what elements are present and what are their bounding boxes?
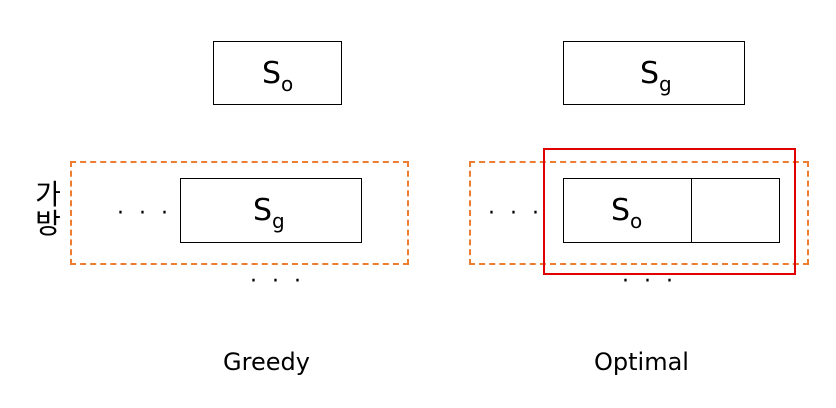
optimal-top-box: Sg xyxy=(563,41,745,105)
side-label-char-2: 방 xyxy=(35,207,61,241)
optimal-inner-box-divider xyxy=(691,179,692,242)
optimal-highlight-frame xyxy=(543,148,796,275)
side-label: 가 방 xyxy=(33,180,63,239)
greedy-inner-box-sub: g xyxy=(272,209,285,233)
greedy-inner-box-main: S xyxy=(253,193,273,228)
optimal-inner-box-label: So xyxy=(611,193,643,233)
greedy-top-box: So xyxy=(213,41,342,105)
optimal-top-box-sub: g xyxy=(659,72,672,96)
optimal-inner-box-main: S xyxy=(611,193,631,228)
greedy-top-box-main: S xyxy=(262,56,282,91)
optimal-inner-box-sub: o xyxy=(630,209,643,233)
greedy-caption: Greedy xyxy=(223,348,310,376)
optimal-top-box-main: S xyxy=(640,56,660,91)
greedy-dashed-container xyxy=(70,161,409,265)
greedy-inner-box-label: Sg xyxy=(253,193,285,233)
optimal-caption: Optimal xyxy=(594,348,689,376)
optimal-row-dots: · · · xyxy=(488,201,543,226)
greedy-top-box-label: So xyxy=(262,56,294,96)
optimal-inner-box: So xyxy=(563,178,780,243)
greedy-row-dots: · · · xyxy=(117,201,172,226)
greedy-inner-box: Sg xyxy=(180,178,362,243)
optimal-dashed-container xyxy=(469,161,809,265)
greedy-top-box-sub: o xyxy=(281,72,294,96)
greedy-below-dots: · · · xyxy=(250,269,305,294)
optimal-top-box-label: Sg xyxy=(640,56,672,96)
optimal-below-dots: · · · xyxy=(622,269,677,294)
side-label-char-1: 가 xyxy=(35,178,61,211)
